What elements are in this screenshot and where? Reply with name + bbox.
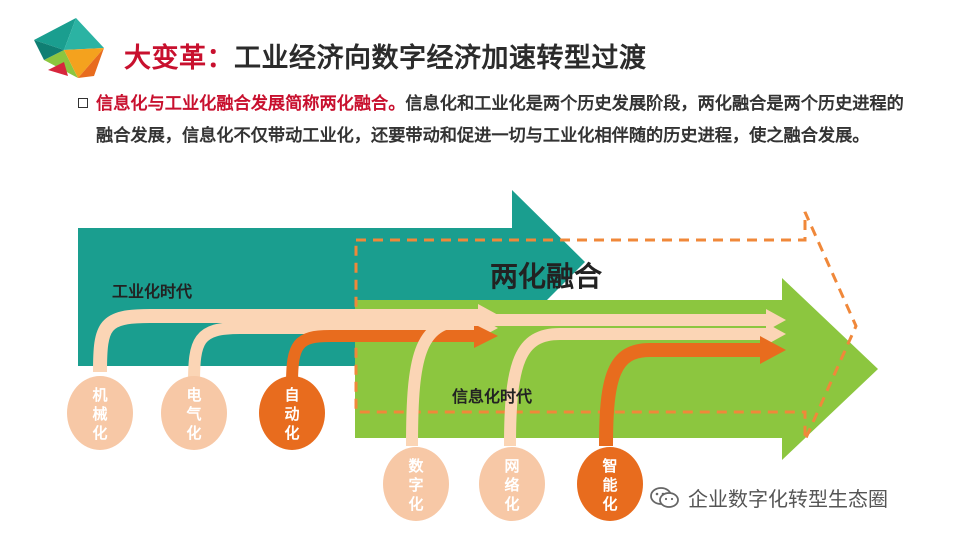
stage-networking-char-3: 化 xyxy=(504,495,519,513)
stage-circle-networking xyxy=(479,447,545,521)
networking-arrow xyxy=(504,328,770,447)
stage-circle-electrification xyxy=(161,376,227,450)
stage-digitization-char-1: 数 xyxy=(408,457,424,475)
stage-digitization-char-2: 字 xyxy=(408,476,423,494)
stage-electrification-char-1: 电 xyxy=(186,386,201,404)
origami-logo-icon xyxy=(34,18,104,78)
stage-electrification-char-3: 化 xyxy=(186,424,201,442)
title-main: 工业经济向数字经济加速转型过渡 xyxy=(234,43,647,74)
digitization-arrow xyxy=(406,314,770,447)
stage-circle-digitization xyxy=(383,447,449,521)
wechat-icon xyxy=(650,486,679,508)
automation-arrow xyxy=(286,330,478,385)
stage-mechanization-char-3: 化 xyxy=(92,424,107,442)
stage-automation-char-3: 化 xyxy=(284,424,299,442)
intro-body: 信息化和工业化是两个历史发展阶段，两化融合是两个历史进程的融合发展，信息化不仅带… xyxy=(96,94,904,146)
stage-mechanization-char-2: 械 xyxy=(92,405,107,423)
watermark: 企业数字化转型生态圈 xyxy=(650,483,888,512)
electrification-arrow xyxy=(188,322,480,385)
page-title: 大变革：工业经济向数字经济加速转型过渡 xyxy=(124,36,647,75)
information-era-label: 信息化时代 xyxy=(452,387,532,406)
bullet-square-icon xyxy=(78,98,88,108)
stage-automation-char-1: 自 xyxy=(284,386,299,404)
industrial-era-label: 工业化时代 xyxy=(112,282,192,301)
stage-mechanization-char-1: 机 xyxy=(92,386,107,404)
stage-intelligent-char-2: 能 xyxy=(602,476,617,494)
stage-intelligent-char-3: 化 xyxy=(602,495,617,513)
stage-digitization-char-3: 化 xyxy=(408,495,423,513)
title-accent: 大变革： xyxy=(124,43,234,74)
stage-automation-char-2: 动 xyxy=(284,405,299,423)
stage-networking-char-1: 网 xyxy=(504,457,519,475)
stage-electrification-char-2: 气 xyxy=(185,405,201,423)
fusion-dashed-arrow xyxy=(354,211,858,441)
stage-labels-industrial: 机 械 化 电 气 化 自 动 化 xyxy=(92,386,299,442)
mechanization-arrow xyxy=(93,309,480,373)
stage-labels-information: 数 字 化 网 络 化 智 能 化 xyxy=(408,457,617,513)
stage-intelligent-char-1: 智 xyxy=(602,457,617,475)
watermark-text: 企业数字化转型生态圈 xyxy=(688,487,888,511)
intro-lead: 信息化与工业化融合发展简称两化融合。 xyxy=(96,94,406,114)
stage-circle-automation xyxy=(259,376,325,450)
intro-paragraph: 信息化与工业化融合发展简称两化融合。信息化和工业化是两个历史发展阶段，两化融合是… xyxy=(96,88,916,152)
stage-circle-mechanization xyxy=(67,376,133,450)
fusion-label: 两化融合 xyxy=(490,260,603,293)
stage-networking-char-2: 络 xyxy=(504,476,519,494)
intelligent-arrow xyxy=(599,343,764,447)
stage-circle-intelligent xyxy=(577,447,643,521)
